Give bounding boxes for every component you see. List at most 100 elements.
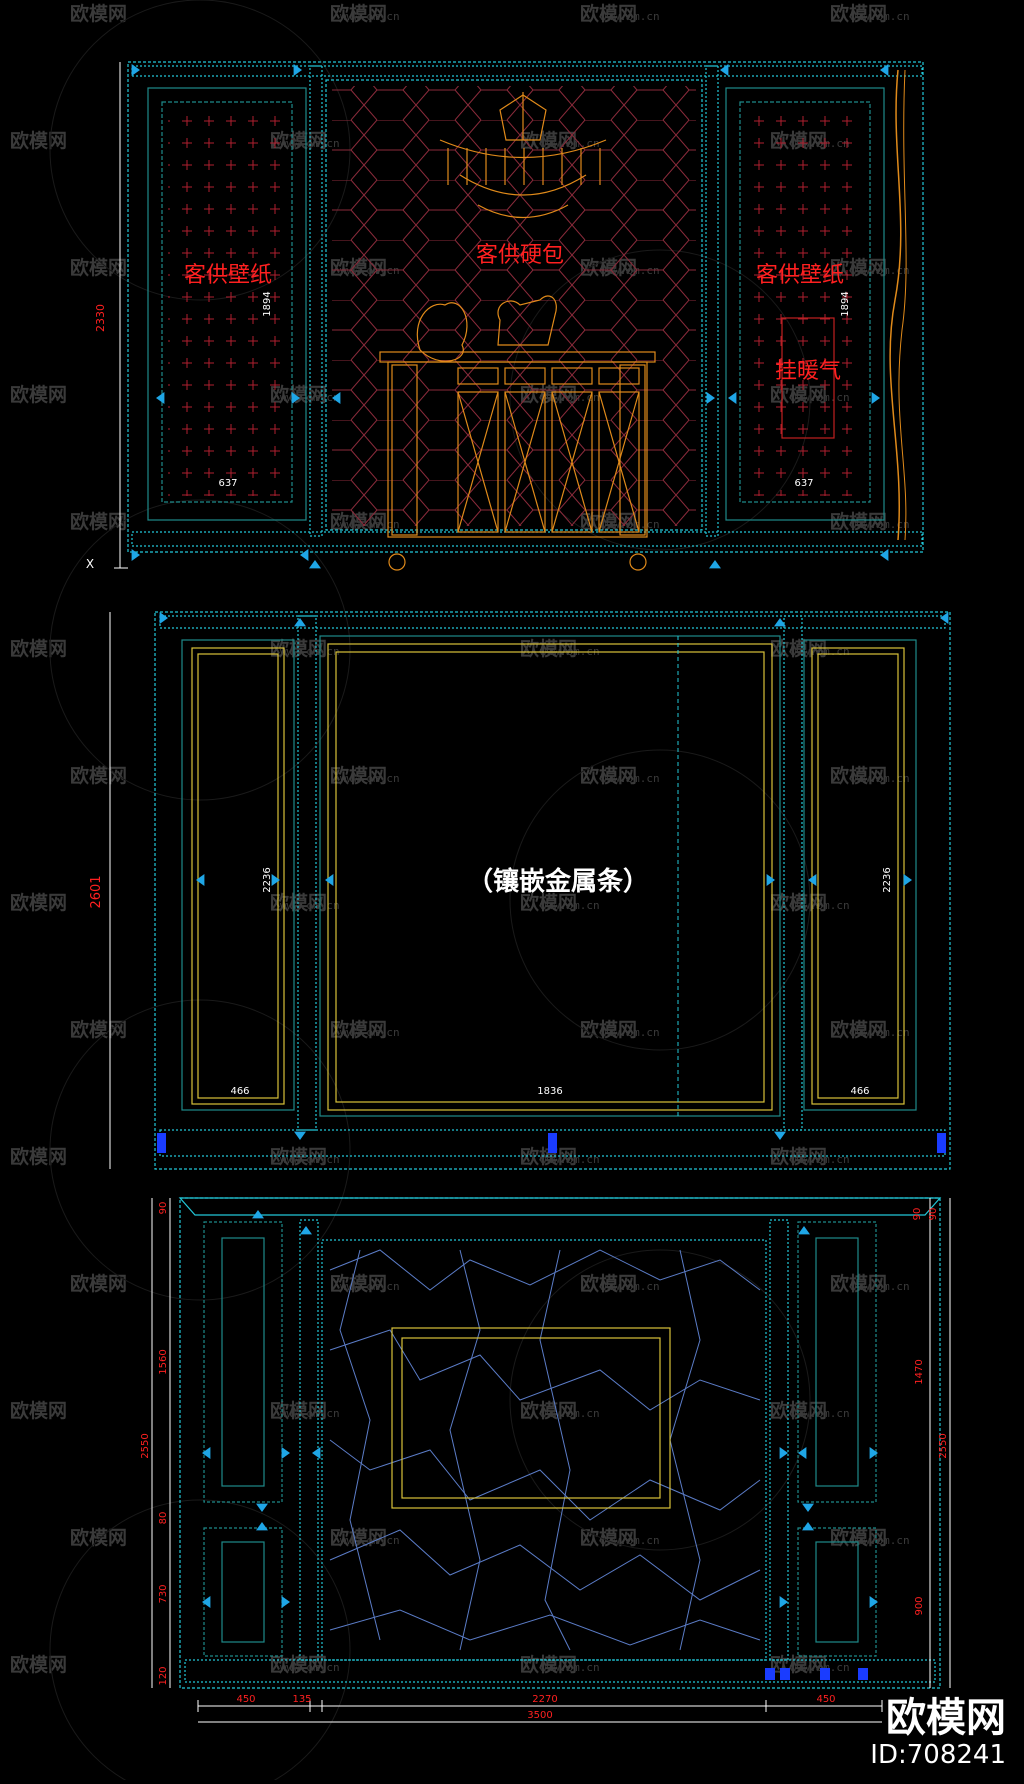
dimension-arrow xyxy=(256,1522,268,1531)
watermark-logo: 欧模网 xyxy=(580,1272,637,1295)
right-lower-frame xyxy=(797,1527,877,1657)
dimension-arrow xyxy=(325,874,334,886)
dimension-arrow xyxy=(281,1596,290,1608)
watermark-url: www.om.cn xyxy=(540,1661,600,1674)
watermark-url: www.om.cn xyxy=(850,1280,910,1293)
watermark-logo: 欧模网 xyxy=(10,129,67,152)
dimension-arrow xyxy=(202,1447,211,1459)
dimension-arrow xyxy=(706,392,715,404)
dim-left-inner-height: 2236 xyxy=(262,867,273,892)
watermark-logo: 欧模网 xyxy=(70,510,127,533)
watermark-url: www.om.cn xyxy=(850,518,910,531)
left-upper-inner xyxy=(221,1237,265,1487)
dimension-arrow xyxy=(300,549,309,561)
left-wallpaper-pattern xyxy=(168,108,286,496)
marble-vein xyxy=(669,1249,701,1651)
cabinet-door xyxy=(457,391,499,533)
dim-bottom-right: 450 xyxy=(816,1694,835,1705)
dim-left-panel-width: 637 xyxy=(218,478,237,489)
dimension-arrow xyxy=(300,1226,312,1235)
watermark-url: www.om.cn xyxy=(280,137,340,150)
marble-vein xyxy=(449,1249,481,1651)
cabinet-door xyxy=(598,391,640,533)
dimension-arrow xyxy=(869,1447,878,1459)
watermark-logo: 欧模网 xyxy=(10,1653,67,1676)
horse-sculpture xyxy=(497,295,557,346)
dim-right-panel-height: 1894 xyxy=(840,291,851,316)
dimension-arrow xyxy=(291,392,300,404)
watermark-ring xyxy=(509,749,811,1051)
watermark-logo: 欧模网 xyxy=(70,2,127,25)
watermark-logo: 欧模网 xyxy=(10,1399,67,1422)
dimension-arrow xyxy=(808,874,817,886)
watermark-logo: 欧模网 xyxy=(830,1526,887,1549)
brand-name: 欧模网 xyxy=(886,1695,1006,1741)
watermark-url: www.om.cn xyxy=(600,1026,660,1039)
watermark-logo: 欧模网 xyxy=(70,1272,127,1295)
door-cross xyxy=(598,391,640,533)
watermark-logo: 欧模网 xyxy=(520,1399,577,1422)
watermark-logo: 欧模网 xyxy=(330,2,387,25)
watermark-url: www.om.cn xyxy=(600,1534,660,1547)
watermark-logo: 欧模网 xyxy=(830,764,887,787)
watermark-logo: 欧模网 xyxy=(520,637,577,660)
dimension-arrow xyxy=(880,64,889,76)
watermark-logo: 欧模网 xyxy=(520,1145,577,1168)
chandelier-crown xyxy=(499,94,547,141)
dimension-arrow xyxy=(798,1447,807,1459)
dim-right-panel-width: 637 xyxy=(794,478,813,489)
blue-marker xyxy=(157,1133,166,1153)
post xyxy=(769,1219,789,1661)
dim-right-lower: 900 xyxy=(914,1596,925,1615)
right-wallpaper-pattern xyxy=(746,108,864,496)
center-gold-inner xyxy=(335,651,765,1103)
dim-right-total: 2550 xyxy=(938,1433,949,1458)
marble-vein xyxy=(329,1529,761,1601)
left-panel-inner xyxy=(161,101,293,503)
dim-top-right-b: 90 xyxy=(928,1208,939,1221)
watermark-logo: 欧模网 xyxy=(10,637,67,660)
console-cabinet xyxy=(379,351,656,571)
curtain-line xyxy=(889,69,902,541)
label-wallpaper-right: 客供壁纸 xyxy=(756,263,844,288)
watermark-url: www.om.cn xyxy=(540,1407,600,1420)
dimension-arrow xyxy=(940,612,949,624)
moulding-band xyxy=(184,1659,936,1683)
watermark-url: www.om.cn xyxy=(790,1661,850,1674)
mirror-frame-inner xyxy=(401,1337,661,1499)
label-wallpaper-left: 客供壁纸 xyxy=(184,263,272,288)
watermark-url: www.om.cn xyxy=(850,772,910,785)
dim-top-right-a: 90 xyxy=(912,1208,923,1221)
watermark-ring xyxy=(49,499,351,801)
watermark-logo: 欧模网 xyxy=(580,764,637,787)
moulding-band xyxy=(131,65,923,77)
door-cross xyxy=(551,391,593,533)
right-panel-inner xyxy=(739,101,871,503)
watermark-logo: 欧模网 xyxy=(270,1399,327,1422)
dimension-arrow xyxy=(869,1596,878,1608)
post xyxy=(299,1219,319,1661)
dim-bottom-center: 2270 xyxy=(532,1694,557,1705)
dimension-arrow xyxy=(131,549,140,561)
left-gold-inner xyxy=(197,653,279,1099)
brand-stamp: 欧模网 ID:708241 xyxy=(870,1696,1006,1770)
marble-vein xyxy=(539,1249,571,1651)
wall-outline xyxy=(127,61,924,553)
heater-box xyxy=(781,317,835,439)
watermark-logo: 欧模网 xyxy=(770,891,827,914)
watermark-ring xyxy=(49,1499,351,1784)
watermark-url: www.om.cn xyxy=(850,1534,910,1547)
watermark-logo: 欧模网 xyxy=(520,1653,577,1676)
moulding-band xyxy=(159,615,946,629)
crown-moulding xyxy=(178,1197,942,1216)
cabinet-drawer xyxy=(504,367,546,385)
moulding-band xyxy=(131,531,923,547)
cabinet-body xyxy=(387,361,648,538)
dim-left-panel-height: 1894 xyxy=(262,291,273,316)
watermark-url: www.om.cn xyxy=(280,1661,340,1674)
watermark-url: www.om.cn xyxy=(600,772,660,785)
right-upper-inner xyxy=(815,1237,859,1487)
watermark-url: www.om.cn xyxy=(790,899,850,912)
dim-left-lower: 730 xyxy=(158,1584,169,1603)
